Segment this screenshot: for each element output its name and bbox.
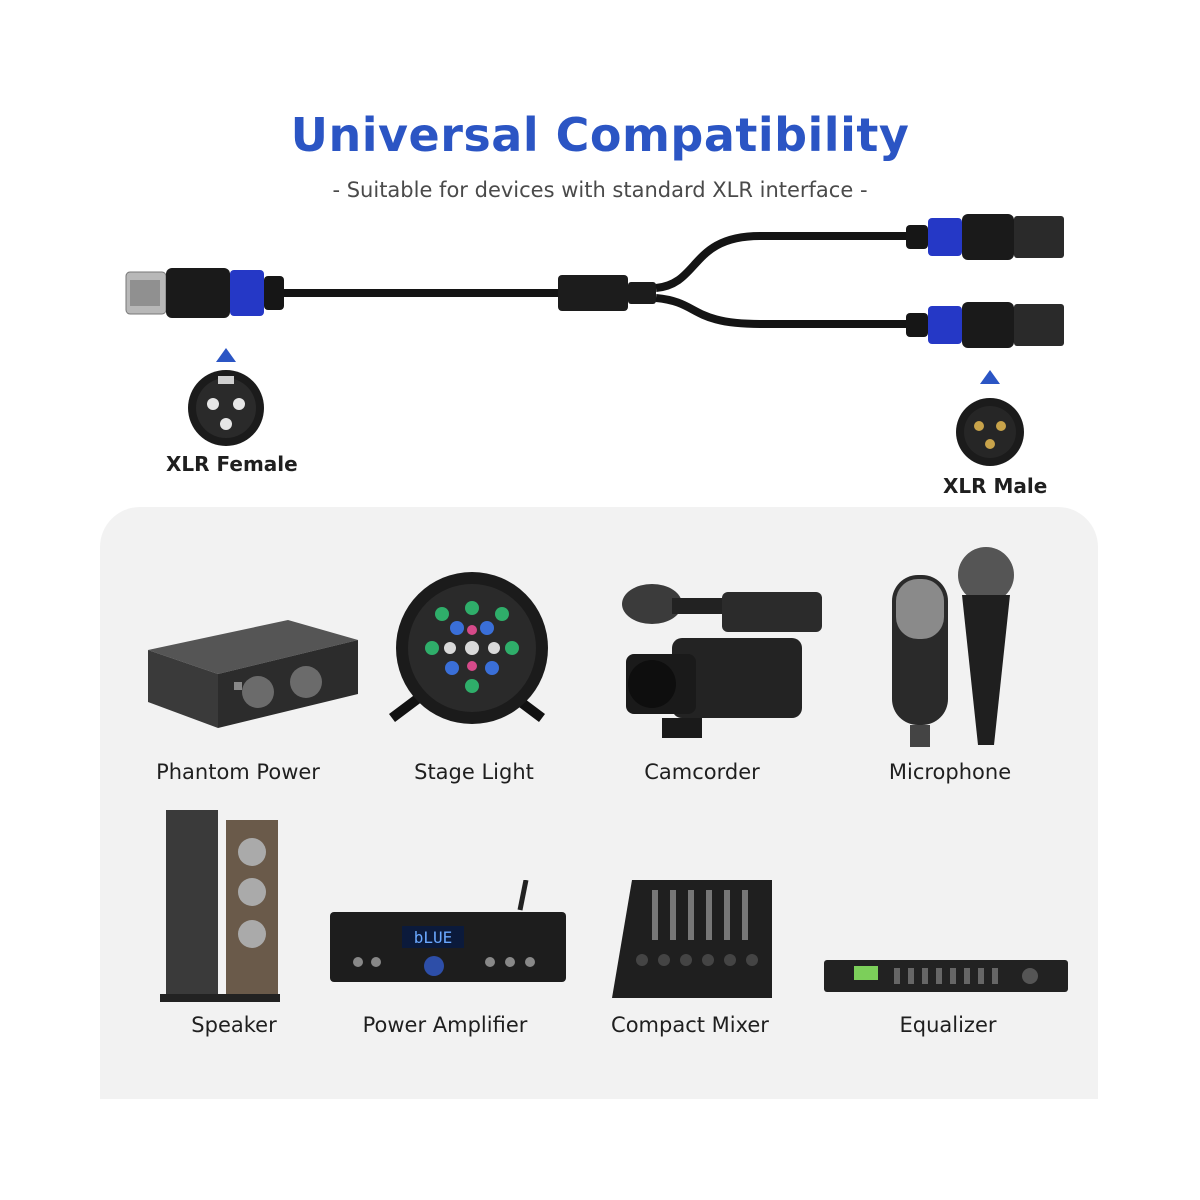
phantom-power-icon <box>148 610 358 730</box>
xlr-male-face-icon <box>956 398 1024 466</box>
xlr-female-face-icon <box>188 370 264 446</box>
stage-light-icon <box>372 568 562 748</box>
camcorder-icon <box>612 578 832 748</box>
device-label-camcorder: Camcorder <box>644 760 760 784</box>
xlr-female-label: XLR Female <box>166 452 298 476</box>
device-label-compact-mixer: Compact Mixer <box>611 1013 769 1037</box>
y-cable-illustration <box>125 214 1064 466</box>
compact-mixer-icon <box>612 880 772 1000</box>
device-label-speaker: Speaker <box>191 1013 277 1037</box>
power-amplifier-icon: bLUE <box>330 880 570 990</box>
page-title: Universal Compatibility <box>290 108 910 162</box>
device-label-power-amplifier: Power Amplifier <box>362 1013 528 1037</box>
cable-splitter <box>558 275 628 311</box>
equalizer-icon <box>824 958 1068 994</box>
up-triangle-icon <box>980 370 1000 384</box>
device-label-phantom-power: Phantom Power <box>156 760 320 784</box>
xlr-male-connector-bottom <box>906 302 1064 348</box>
page-subtitle: - Suitable for devices with standard XLR… <box>332 178 868 202</box>
xlr-female-connector <box>125 268 284 318</box>
speaker-icon <box>160 808 280 1008</box>
device-label-equalizer: Equalizer <box>899 1013 997 1037</box>
amp-display: bLUE <box>414 928 453 947</box>
xlr-male-connector-top <box>906 214 1064 260</box>
device-label-stage-light: Stage Light <box>414 760 534 784</box>
microphone-icon <box>886 545 1036 755</box>
device-label-microphone: Microphone <box>888 760 1012 784</box>
xlr-male-label: XLR Male <box>943 474 1048 498</box>
up-triangle-icon <box>216 348 236 362</box>
